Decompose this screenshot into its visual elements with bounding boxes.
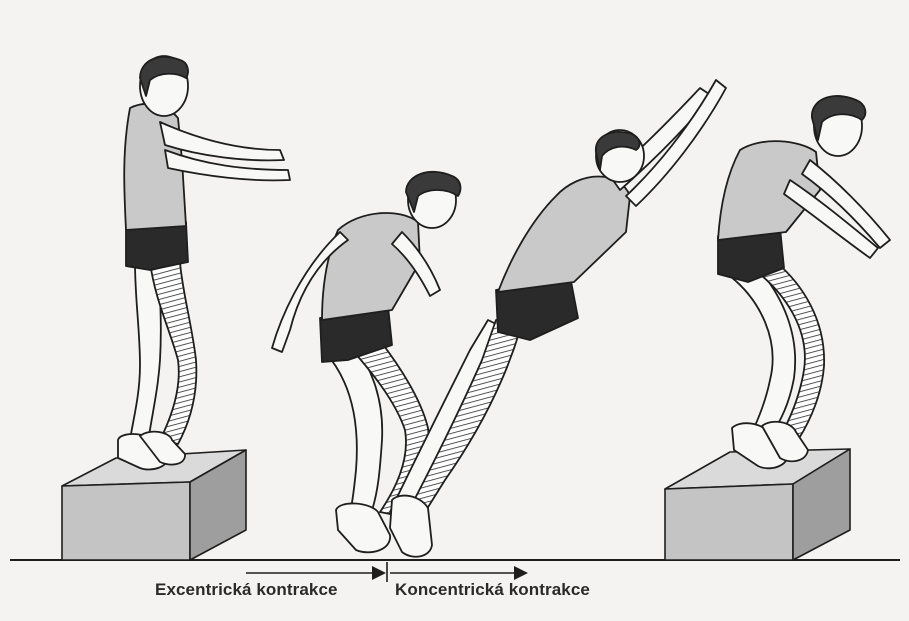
eccentric-label: Excentrická kontrakce bbox=[155, 580, 338, 600]
phase-arrows bbox=[246, 562, 528, 582]
concentric-label: Koncentrická kontrakce bbox=[395, 580, 590, 600]
figure-standing-on-box bbox=[118, 56, 290, 469]
figure-landing-on-box bbox=[718, 96, 890, 468]
